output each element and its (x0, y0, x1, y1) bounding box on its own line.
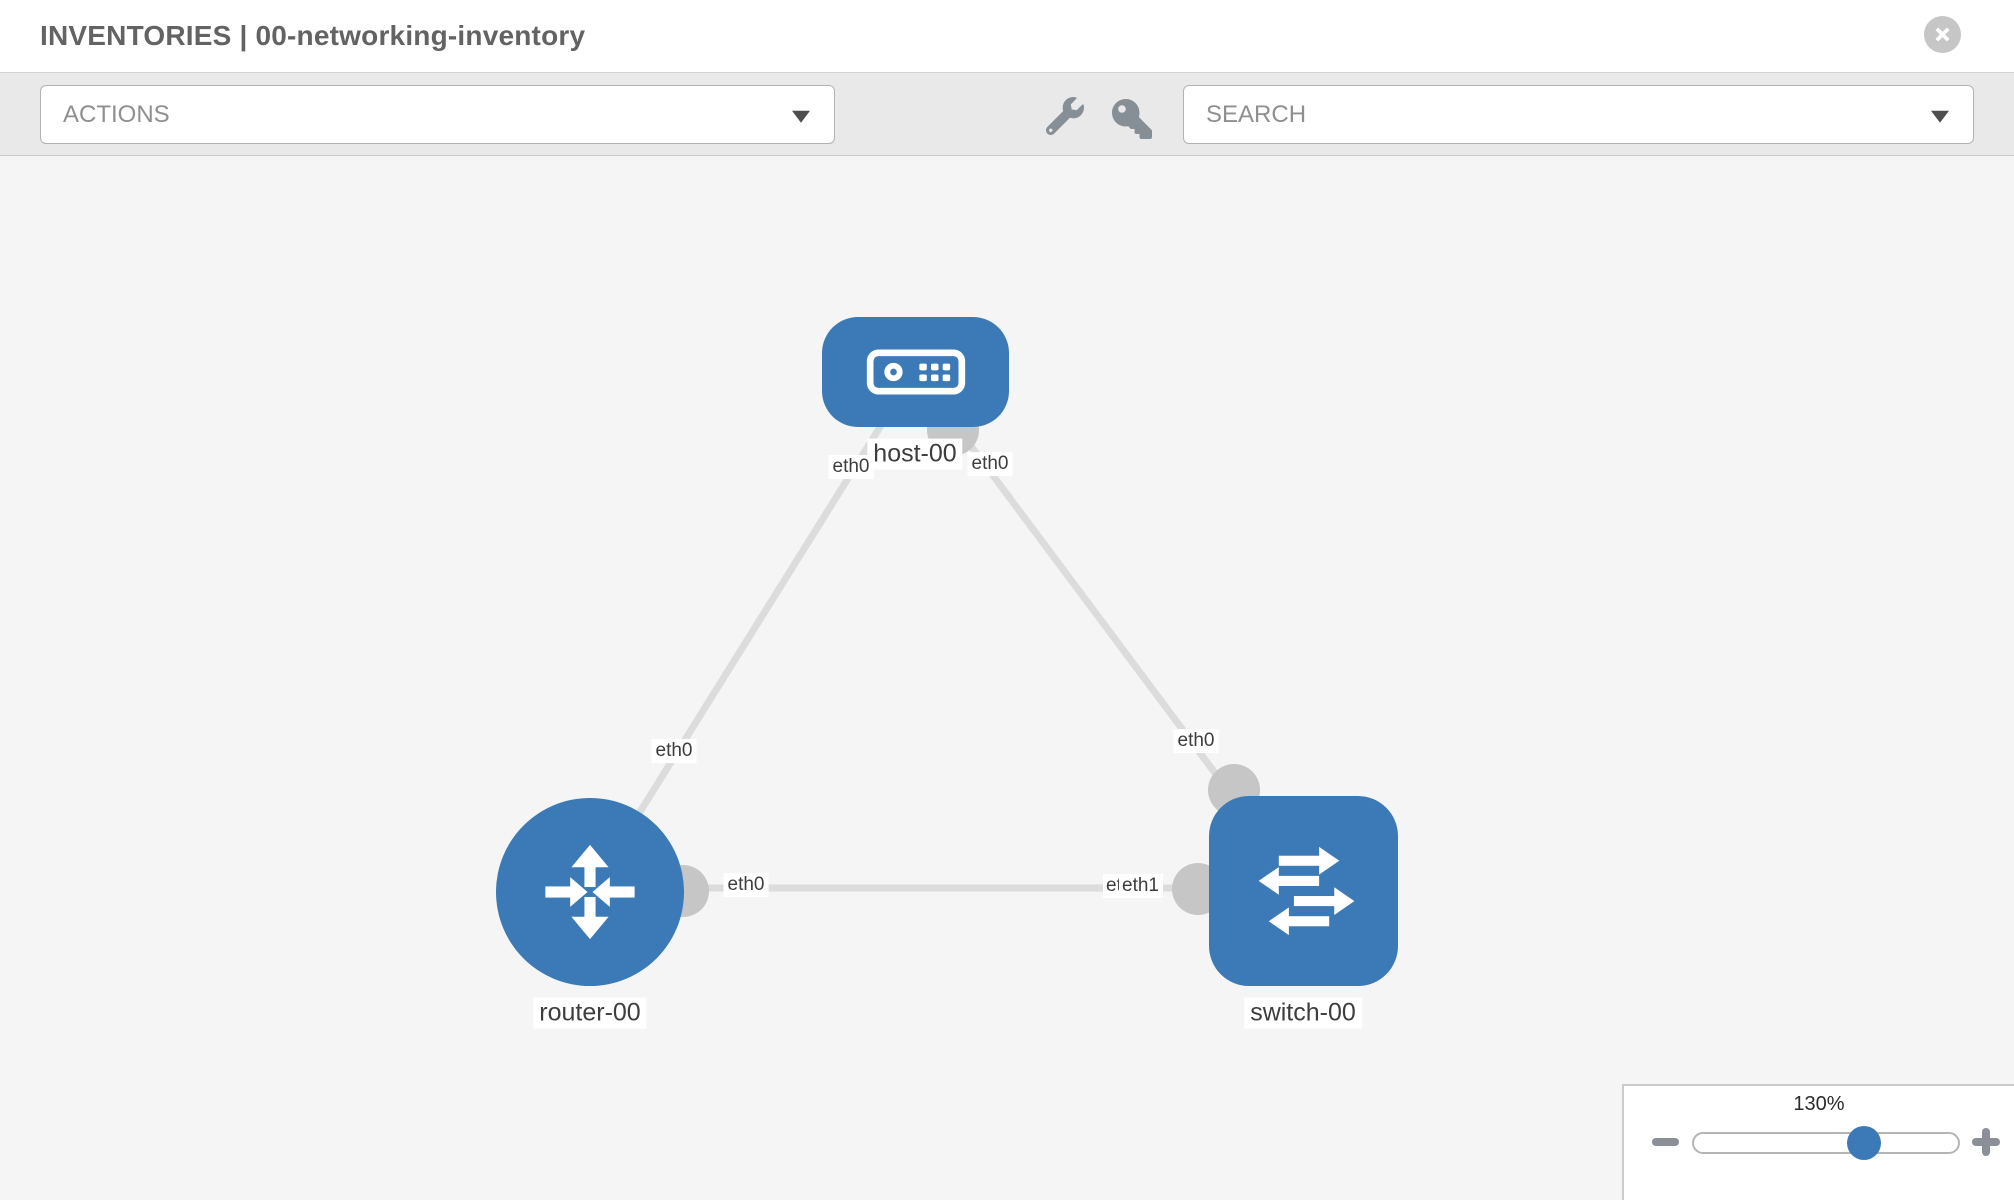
zoom-out-button[interactable] (1652, 1138, 1679, 1146)
zoom-control-panel: 130% (1622, 1084, 2014, 1200)
credentials-button[interactable] (1112, 99, 1152, 142)
zoom-slider-thumb[interactable] (1847, 1126, 1881, 1160)
interface-label-switch-eth0-top: eth0 (1173, 729, 1219, 753)
search-dropdown-label: SEARCH (1206, 100, 1307, 128)
interface-label-switch-eth1-left: eth1 (1119, 874, 1163, 898)
zoom-level-value: 130% (1793, 1093, 1845, 1115)
configure-button[interactable] (1045, 97, 1084, 138)
key-icon (1112, 99, 1152, 139)
actions-dropdown-label: ACTIONS (63, 100, 170, 128)
topology-canvas[interactable]: host-00 router-00 switch-00 eth0 eth0 et… (0, 156, 2014, 1200)
header: INVENTORIES | 00-networking-inventory (0, 0, 2014, 72)
page-title: INVENTORIES | 00-networking-inventory (40, 20, 586, 51)
search-dropdown[interactable]: SEARCH (1183, 85, 1974, 144)
close-button[interactable] (1924, 16, 1961, 53)
switch-icon (1258, 846, 1354, 936)
interface-label-router-eth0-top: eth0 (651, 739, 697, 763)
chevron-down-icon (1931, 110, 1949, 123)
node-router-00[interactable] (496, 798, 684, 986)
node-host-00[interactable] (822, 317, 1009, 427)
wrench-icon (1045, 97, 1084, 136)
router-icon (545, 844, 635, 940)
node-label-switch: switch-00 (1244, 997, 1362, 1029)
topology-links (587, 368, 1306, 917)
server-icon (866, 349, 965, 395)
chevron-down-icon (792, 110, 810, 123)
interface-label-host-eth0-right: eth0 (967, 452, 1013, 476)
node-switch-00[interactable] (1209, 796, 1398, 986)
actions-dropdown[interactable]: ACTIONS (40, 85, 835, 144)
interface-label-router-eth0-right: eth0 (723, 873, 769, 897)
zoom-in-button[interactable] (1972, 1128, 2000, 1156)
zoom-slider-track[interactable] (1692, 1132, 1960, 1154)
node-label-host: host-00 (867, 438, 963, 470)
toolbar: ACTIONS SEARCH (0, 72, 2014, 156)
close-icon (1935, 27, 1950, 42)
node-label-router: router-00 (533, 997, 647, 1029)
interface-label-host-eth0-left: eth0 (828, 455, 874, 479)
